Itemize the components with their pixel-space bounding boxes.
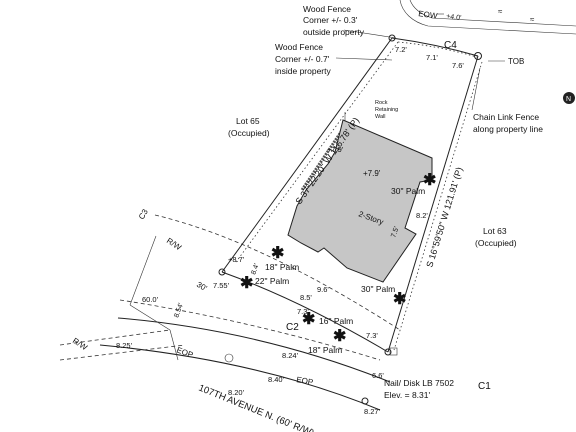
- lot-63-label: Lot 63 (Occupied): [475, 226, 517, 248]
- elevation-820: 8.20': [228, 388, 245, 397]
- rock-wall-line-2: Retaining: [375, 107, 398, 113]
- elevation-840: 8.40': [268, 375, 285, 384]
- palm-label-2: 18" Palm: [265, 262, 299, 272]
- dim-8-5: 8.5': [300, 293, 312, 302]
- dim-6-6: 6.6': [372, 371, 384, 380]
- palm-label-5: 16" Palm: [319, 316, 353, 326]
- wood-fence-inside-label: Wood Fence Corner +/- 0.7' inside proper…: [275, 42, 332, 76]
- eow-label: EOW: [418, 9, 439, 21]
- wood-fence-outside-line-3: outside property: [303, 27, 365, 37]
- wood-fence-inside-line-1: Wood Fence: [275, 42, 323, 52]
- lot-65-status: (Occupied): [228, 128, 270, 138]
- water-wave: ≈: [530, 15, 535, 24]
- palm-label-6: 18" Palm: [308, 345, 342, 355]
- east-property-line: [387, 55, 479, 353]
- palm-icon: ✱: [333, 328, 346, 345]
- elevation-top: +4.0': [446, 13, 462, 22]
- north-arrow-label: N: [566, 96, 571, 103]
- palm-22: ✱ 22" Palm: [240, 275, 289, 292]
- curve-c1: C1: [478, 381, 491, 392]
- elevation-87: +8.7': [228, 255, 245, 264]
- wood-fence-inside-line-3: inside property: [275, 66, 332, 76]
- palm-icon: ✱: [423, 172, 436, 189]
- nail-disk-label: Nail/ Disk LB 7502 Elev. = 8.31': [384, 378, 454, 400]
- palm-30-south: ✱ 30" Palm: [361, 284, 406, 308]
- nail-disk-line-1: Nail/ Disk LB 7502: [384, 378, 454, 388]
- palm-16: ✱ 16" Palm: [302, 311, 353, 328]
- dim-9-6: 9.6': [317, 285, 329, 294]
- rw-bottom-left: R/W: [71, 336, 89, 352]
- wood-fence-outside-label: Wood Fence Corner +/- 0.3' outside prope…: [303, 4, 365, 37]
- north-arrow-icon: N: [563, 92, 575, 104]
- tob-label: TOB: [508, 57, 524, 66]
- palm-label-1: 30" Palm: [391, 186, 425, 196]
- palm-18-west: ✱ 18" Palm: [265, 245, 299, 272]
- water-wave: ≈: [498, 7, 503, 16]
- setback-line: [154, 214, 401, 331]
- nail-disk-marker: [361, 397, 369, 405]
- palm-18-south: ✱ 18" Palm: [308, 328, 346, 355]
- building-footprint: [287, 119, 433, 283]
- palm-label-4: 30" Palm: [361, 284, 395, 294]
- chain-link-label: Chain Link Fence along property line: [473, 112, 543, 134]
- wood-fence-line: [235, 41, 399, 263]
- lot-65-name: Lot 65: [236, 116, 260, 126]
- dim-7-1: 7.1': [426, 53, 438, 62]
- rw-line: [119, 299, 381, 361]
- elevation-824: 8.24': [282, 351, 299, 360]
- monument-south-east: [384, 348, 392, 356]
- rock-wall-line-3: Wall: [375, 114, 386, 120]
- water-area: ≈ ≈ EOW +4.0': [399, 0, 576, 35]
- eop-left: EOP: [175, 345, 194, 359]
- palm-30-east: ✱ 30" Palm: [391, 172, 436, 196]
- palm-icon: ✱: [302, 311, 315, 328]
- palm-icon: ✱: [271, 245, 284, 262]
- rock-wall-label: Rock Retaining Wall: [375, 100, 398, 120]
- road: [59, 235, 391, 411]
- water-meter-box: [389, 347, 398, 356]
- eop-right: EOP: [296, 375, 314, 387]
- nail-disk-line-2: Elev. = 8.31': [384, 390, 430, 400]
- elevation-827: 8.27': [364, 407, 381, 416]
- lot-65-label: Lot 65 (Occupied): [228, 116, 270, 138]
- rock-wall-line-1: Rock: [375, 100, 388, 106]
- curve-c4: C4: [444, 40, 457, 51]
- wood-fence-outside-line-1: Wood Fence: [303, 4, 351, 14]
- dim-60: 60.0': [142, 295, 159, 304]
- dim-8-54: 8.54': [173, 302, 185, 318]
- dim-7-6: 7.6': [452, 61, 464, 70]
- dim-7-2: 7.2': [395, 45, 407, 54]
- dim-8-25: 8.25': [116, 341, 133, 350]
- monument-south-west: [218, 268, 226, 276]
- lot-63-name: Lot 63: [483, 226, 507, 236]
- monument-north-east: [474, 52, 482, 60]
- dim-7-3b: 7.3': [366, 331, 378, 340]
- rw-left: R/W: [165, 236, 183, 252]
- elevation-79a: +7.9': [327, 145, 344, 154]
- curve-c3: C3: [137, 207, 150, 221]
- lot-63-status: (Occupied): [475, 238, 517, 248]
- property-boundary: [221, 37, 479, 353]
- front-property-curve: [221, 271, 389, 353]
- dim-8-4: 8.4': [250, 263, 260, 276]
- chain-link-line-1: Chain Link Fence: [473, 112, 539, 122]
- curve-c2: C2: [286, 322, 299, 333]
- dim-7-5: 7.5': [390, 226, 400, 239]
- elevation-79b: +7.9': [363, 169, 381, 178]
- street-label: 107TH AVENUE N. (60' R/W): [197, 383, 316, 432]
- palm-icon: ✱: [240, 275, 253, 292]
- wood-fence-inside-line-2: Corner +/- 0.7': [275, 54, 330, 64]
- palm-icon: ✱: [393, 291, 406, 308]
- wood-fence-outside-line-2: Corner +/- 0.3': [303, 15, 358, 25]
- chain-link-line-2: along property line: [473, 124, 543, 134]
- west-property-line: [221, 37, 393, 273]
- dim-30: 30': [195, 280, 209, 293]
- palm-label-3: 22" Palm: [255, 276, 289, 286]
- dim-8-2: 8.2': [416, 211, 428, 220]
- dim-7-3: 7.3': [297, 307, 309, 316]
- dim-7-55: 7.55': [213, 281, 230, 290]
